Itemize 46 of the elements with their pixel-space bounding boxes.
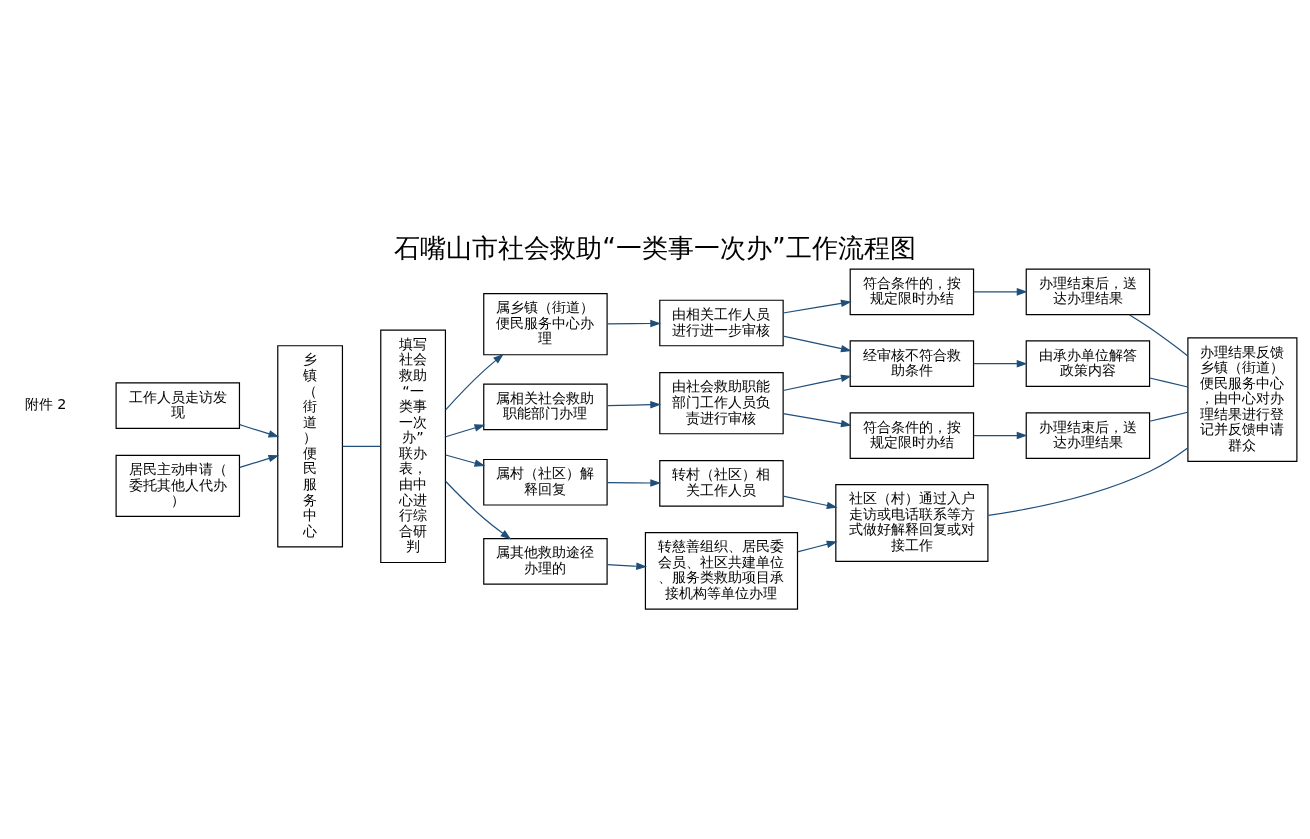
node-box: 居民主动申请（委托其他人代办） (115, 454, 241, 517)
arrow (445, 353, 504, 410)
arrow (239, 423, 280, 437)
node-box: 由相关工作人员进行进一步审核 (659, 299, 784, 346)
node-box: 乡镇（街道）便民服务中心 (277, 344, 344, 548)
node-box: 办理结束后，送达办理结果 (1025, 268, 1151, 315)
arrow (606, 400, 662, 408)
node-box: 办理结束后，送达办理结果 (1025, 411, 1151, 459)
arrow (973, 431, 1028, 439)
connector (1128, 313, 1189, 356)
node-box: 转村（社区）相关工作人员 (659, 459, 784, 507)
arrow (606, 562, 648, 570)
arrow (796, 540, 838, 552)
node-box: 由承办单位解答政策内容 (1025, 339, 1151, 387)
node-box: 办理结果反馈乡镇（街道）便民服务中心，由中心对办理结果进行登记并反馈申请群众 (1187, 336, 1298, 462)
arrow (782, 495, 838, 509)
arrow (782, 299, 852, 314)
node-box: 由社会救助职能部门工作人员负责进行审核 (659, 371, 784, 434)
node-box: 符合条件的，按规定限时办结 (849, 411, 975, 459)
arrow (782, 412, 852, 427)
connector (1149, 376, 1189, 388)
label: 附件 2 (24, 395, 67, 412)
arrow (782, 335, 852, 352)
node-box: 工作人员走访发现 (115, 381, 241, 429)
arrow (445, 453, 486, 467)
node-box: 属其他救助途径办理的 (483, 537, 608, 585)
connector (342, 445, 382, 447)
diagram-title: 石嘴山市社会救助“一类事一次办”工作流程图 (394, 232, 916, 263)
node-box: 经审核不符合救助条件 (849, 339, 975, 387)
arrow (445, 423, 486, 437)
node-box: 属乡镇（街道）便民服务中心办理 (483, 292, 608, 355)
arrow (239, 454, 280, 468)
node-box: 属相关社会救助职能部门办理 (483, 382, 608, 430)
arrow (445, 480, 512, 539)
arrow (973, 287, 1028, 296)
node-box: 填写社会救助“一类事一次办”联办表，由中心进行综合研判 (380, 329, 447, 563)
node-box: 属村（社区）解释回复 (483, 458, 608, 506)
node-box: 转慈善组织、居民委会员、社区共建单位、服务类救助项目承接机构等单位办理 (644, 531, 799, 610)
node-box: 社区（村）通过入户走访或电话联系等方式做好解释回复或对接工作 (835, 483, 989, 562)
arrow (782, 374, 852, 391)
arrow (606, 319, 662, 327)
arrow (973, 359, 1028, 367)
node-box: 符合条件的，按规定限时办结 (849, 268, 975, 315)
arrow (606, 478, 662, 487)
connector (1149, 411, 1189, 422)
connector (987, 446, 1189, 516)
